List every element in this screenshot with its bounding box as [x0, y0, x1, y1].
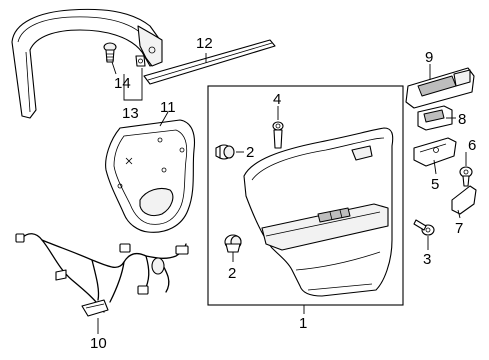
screw-14 — [103, 42, 117, 63]
door-trim-frame — [207, 85, 404, 306]
callout-2-lower: 2 — [228, 265, 236, 282]
callout-11: 11 — [160, 99, 176, 116]
callout-10: 10 — [90, 335, 107, 352]
window-switch-8 — [417, 105, 453, 131]
callout-6: 6 — [468, 137, 476, 154]
callout-13: 13 — [122, 105, 139, 122]
callout-9: 9 — [425, 49, 433, 66]
handle-bracket-5 — [413, 137, 457, 167]
belt-molding-12 — [143, 39, 276, 85]
screw-3 — [413, 219, 435, 236]
trim-cover-7 — [451, 185, 477, 215]
door-frame-weatherstrip — [11, 8, 163, 119]
callout-4: 4 — [273, 91, 281, 108]
callout-12: 12 — [196, 35, 213, 52]
leader-lines — [97, 53, 467, 334]
switch-bezel-9 — [405, 67, 475, 109]
clip-13 — [135, 55, 146, 67]
bolt-4 — [272, 121, 284, 149]
callouts: 1 2 2 3 4 5 6 7 8 9 10 11 12 13 14 — [90, 35, 476, 352]
callout-7: 7 — [455, 220, 463, 237]
callout-1: 1 — [299, 315, 307, 332]
callout-14: 14 — [114, 75, 131, 92]
callout-2-upper: 2 — [246, 144, 254, 161]
callout-8: 8 — [458, 111, 466, 128]
callout-5: 5 — [431, 176, 439, 193]
water-deflector-11 — [105, 119, 196, 233]
push-pin-2-upper — [215, 144, 235, 160]
callout-3: 3 — [423, 251, 431, 268]
push-pin-2-lower — [224, 234, 242, 253]
wiring-harness-10 — [15, 233, 189, 317]
door-trim-panel-1 — [243, 127, 394, 297]
screw-6 — [459, 166, 473, 187]
